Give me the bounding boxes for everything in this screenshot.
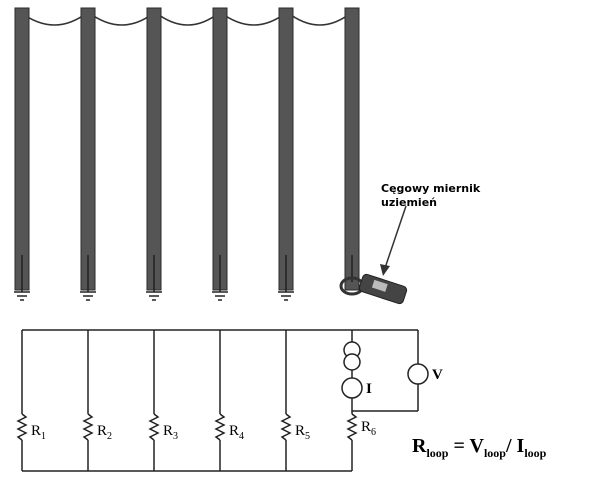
formula-slash: / — [505, 435, 517, 457]
meter-label-line-1: Cęgowy miernik — [381, 182, 481, 195]
pole-3 — [146, 7, 162, 291]
formula-i: I — [517, 435, 525, 457]
ground-icon-5 — [278, 255, 294, 301]
r1-sub: 1 — [41, 431, 46, 442]
resistor-label-3: R3 — [163, 423, 178, 442]
r4-name: R — [229, 423, 239, 439]
r3-name: R — [163, 423, 173, 439]
r4-sub: 4 — [239, 431, 244, 442]
resistor-4 — [214, 413, 226, 441]
meter-pointer-arrow — [380, 205, 407, 276]
voltage-label: V — [432, 367, 443, 383]
r5-name: R — [295, 423, 305, 439]
meter-label-line-2: uziemień — [381, 196, 437, 209]
resistor-label-4: R4 — [229, 423, 244, 442]
r1-name: R — [31, 423, 41, 439]
resistor-label-6: R6 — [361, 419, 376, 438]
formula-lhs: R — [412, 435, 427, 457]
voltmeter-icon — [407, 363, 429, 385]
resistor-2 — [82, 413, 94, 441]
ground-icon-4 — [212, 255, 228, 301]
ground-icon-1 — [14, 255, 30, 301]
overhead-wire — [19, 11, 353, 26]
resistor-5 — [280, 413, 292, 441]
r6-name: R — [361, 419, 371, 435]
current-label: I — [366, 381, 372, 397]
pole-5 — [278, 7, 294, 291]
ground-symbols — [14, 255, 353, 301]
current-source-icon — [343, 341, 361, 371]
resistor-zigzags — [16, 413, 358, 441]
formula-v-sub: loop — [484, 446, 506, 460]
pole-1 — [14, 7, 30, 291]
resistor-3 — [148, 413, 160, 441]
r3-sub: 3 — [173, 431, 178, 442]
resistor-label-5: R5 — [295, 423, 310, 442]
formula-i-sub: loop — [524, 446, 546, 460]
formula-lhs-sub: loop — [426, 446, 448, 460]
ground-icon-3 — [146, 255, 162, 301]
clamp-meter-icon — [339, 273, 408, 305]
pole-4 — [212, 7, 228, 291]
r2-sub: 2 — [107, 431, 112, 442]
ground-icon-2 — [80, 255, 96, 301]
r6-sub: 6 — [371, 427, 376, 438]
resistor-1 — [16, 413, 28, 441]
loop-formula: Rloop = Vloop/ Iloop — [412, 435, 547, 460]
resistor-label-1: R1 — [31, 423, 46, 442]
r5-sub: 5 — [305, 431, 310, 442]
ammeter-icon — [341, 377, 363, 399]
resistor-label-2: R2 — [97, 423, 112, 442]
formula-v: V — [470, 435, 485, 457]
resistor-6 — [346, 413, 358, 441]
pole-2 — [80, 7, 96, 291]
formula-eq: = — [448, 435, 469, 457]
r2-name: R — [97, 423, 107, 439]
pole-6 — [344, 7, 360, 291]
poles — [14, 7, 360, 291]
